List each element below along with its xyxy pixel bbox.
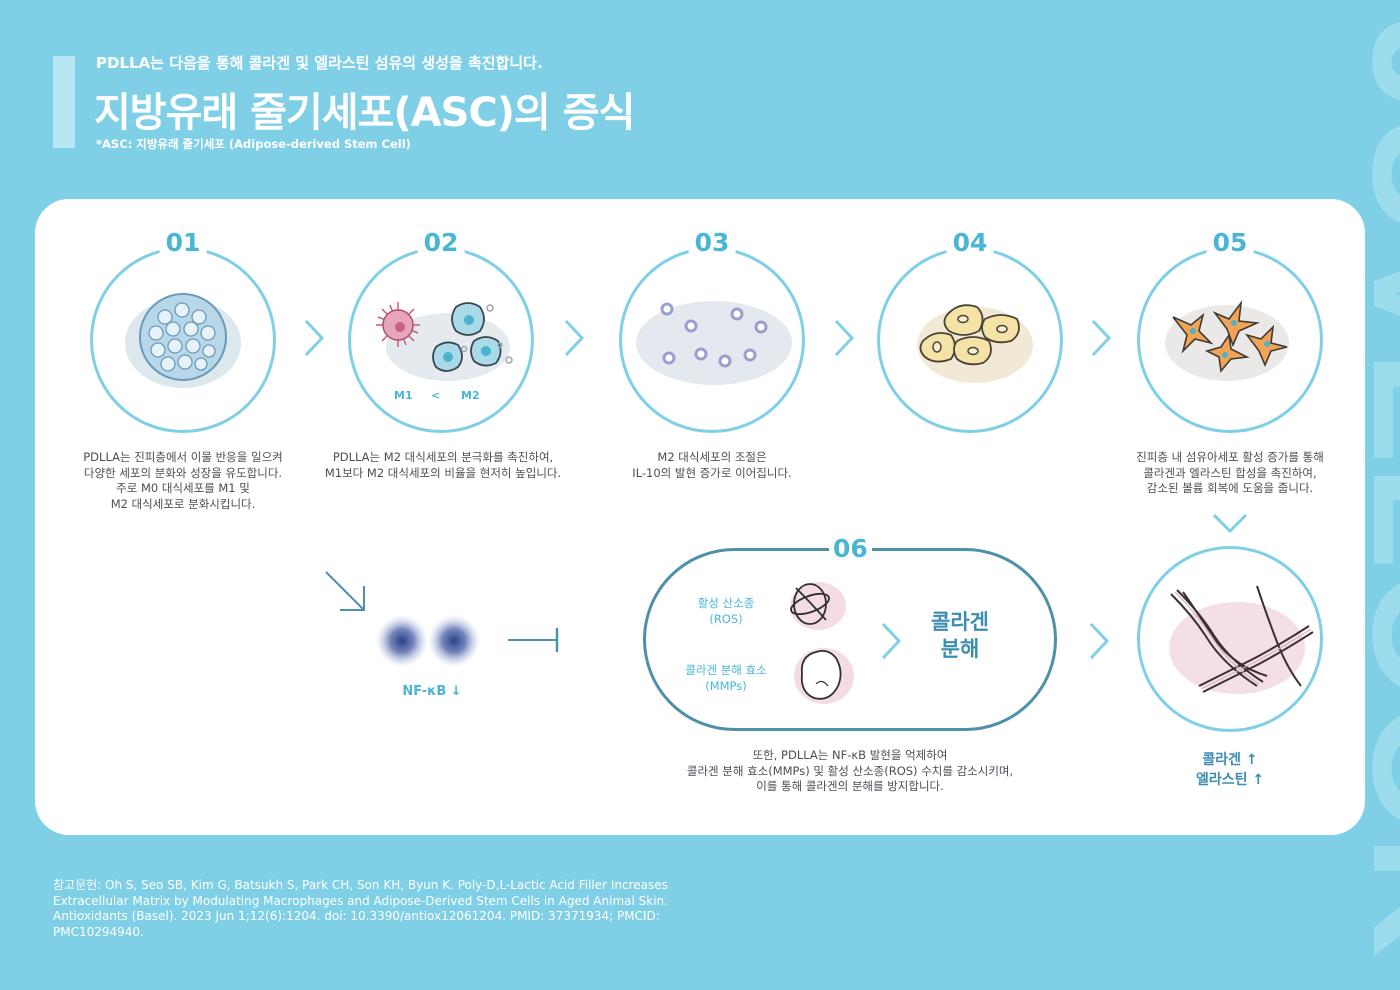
- chevron-right-icon: [304, 319, 325, 357]
- step-05: 05: [1137, 227, 1323, 433]
- m2-label: M2: [461, 389, 480, 402]
- header-subtitle: PDLLA는 다음을 통해 콜라겐 및 엘라스틴 섬유의 생성을 촉진합니다.: [96, 54, 543, 72]
- step-03: 03: [619, 227, 805, 433]
- collagen-breakdown-label: 콜라겐 분해: [931, 610, 989, 661]
- step-04: 04: [877, 227, 1063, 433]
- step-06-description: 또한, PDLLA는 NF-κB 발현을 억제하여 콜라겐 분해 효소(MMPs…: [686, 748, 1014, 793]
- step-number: 02: [417, 227, 465, 259]
- adipose-stem-cell-illustration: [917, 304, 1033, 383]
- chevron-right-icon: [881, 622, 902, 660]
- inhibition-arrow-icon: [508, 628, 559, 652]
- page-title: 지방유래 줄기세포(ASC)의 증식: [94, 90, 635, 136]
- step-number: 03: [688, 227, 736, 259]
- step-number: 01: [159, 227, 207, 259]
- title-accent-bar: [53, 56, 75, 148]
- collagen-fiber-illustration: [1169, 585, 1314, 694]
- step-02: 02 M1 < M2: [348, 227, 534, 433]
- stem-cell-illustration: [125, 293, 241, 388]
- macrophage-illustration: [376, 302, 513, 381]
- m1-m2-comparison: <: [431, 389, 441, 402]
- arrow-down-right-icon: [325, 571, 365, 611]
- collagen-increase-label: 콜라겐 ↑: [1202, 752, 1258, 768]
- m1-label: M1: [394, 389, 413, 402]
- ros-illustration: [790, 582, 846, 630]
- chevron-right-icon: [834, 319, 855, 357]
- mmps-illustration: [794, 648, 854, 704]
- step-number: 05: [1206, 227, 1254, 259]
- il10-illustration: [636, 301, 792, 385]
- step-ring: [1137, 546, 1323, 732]
- nf-kb-illustration: [376, 615, 480, 667]
- mmps-label: 콜라겐 분해 효소 (MMPs): [685, 663, 767, 693]
- step-05-description: 진피층 내 섬유아세포 활성 증가를 통해 콜라겐과 엘라스틴 합성을 촉진하여…: [1136, 450, 1324, 495]
- header-note: *ASC: 지방유래 줄기세포 (Adipose-derived Stem Ce…: [96, 137, 411, 151]
- chevron-down-icon: [1212, 513, 1248, 534]
- ros-label: 활성 산소종 (ROS): [697, 596, 755, 626]
- step-01: 01: [90, 227, 276, 433]
- step-02-description: PDLLA는 M2 대식세포의 분극화를 촉진하여, M1보다 M2 대식세포의…: [324, 450, 562, 480]
- step-01-description: PDLLA는 진피층에서 이물 반응을 일으켜 다양한 세포의 분화와 성장을 …: [83, 450, 283, 511]
- result-circle: [1137, 546, 1323, 732]
- chevron-right-icon: [1089, 622, 1110, 660]
- result-labels: 콜라겐 ↑ 엘라스틴 ↑: [1180, 750, 1280, 790]
- step-number: 04: [946, 227, 994, 259]
- nf-kb-label: NF-κB ↓: [402, 684, 462, 699]
- fibroblast-illustration: [1165, 300, 1289, 381]
- chevron-right-icon: [1091, 319, 1112, 357]
- step-06-number: 06: [829, 533, 872, 565]
- elastin-increase-label: 엘라스틴 ↑: [1195, 772, 1265, 788]
- reference-text: 참고문헌: Oh S, Seo SB, Kim G, Batsukh S, Pa…: [53, 878, 668, 939]
- step-03-description: M2 대식세포의 조절은 IL-10의 발현 증가로 이어집니다.: [632, 450, 792, 480]
- chevron-right-icon: [564, 319, 585, 357]
